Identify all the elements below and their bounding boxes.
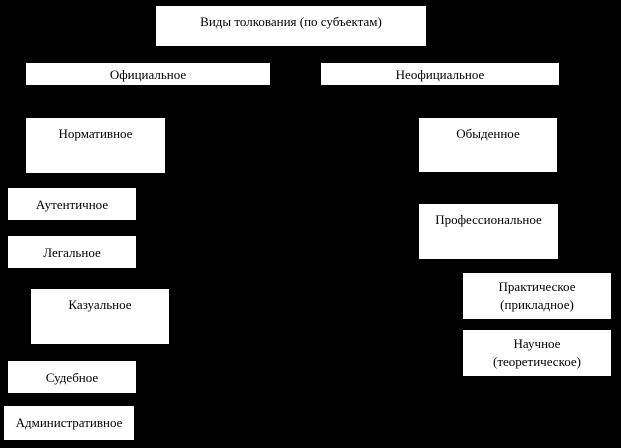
node-title: Виды толкования (по субъектам)	[155, 5, 427, 47]
node-professional: Профессиональное	[418, 203, 559, 260]
node-unofficial: Неофициальное	[320, 62, 560, 86]
node-ordinary: Обыденное	[418, 117, 558, 173]
node-official: Официальное	[25, 62, 271, 86]
node-administrative: Административное	[3, 405, 135, 441]
node-practical: Практическое (прикладное)	[462, 272, 612, 320]
node-normative: Нормативное	[25, 117, 166, 174]
node-scientific: Научное (теоретическое)	[462, 329, 612, 377]
node-judicial: Судебное	[7, 360, 137, 394]
node-casual: Казуальное	[30, 288, 170, 345]
node-legal: Легальное	[7, 235, 137, 269]
node-authentic: Аутентичное	[7, 187, 137, 221]
